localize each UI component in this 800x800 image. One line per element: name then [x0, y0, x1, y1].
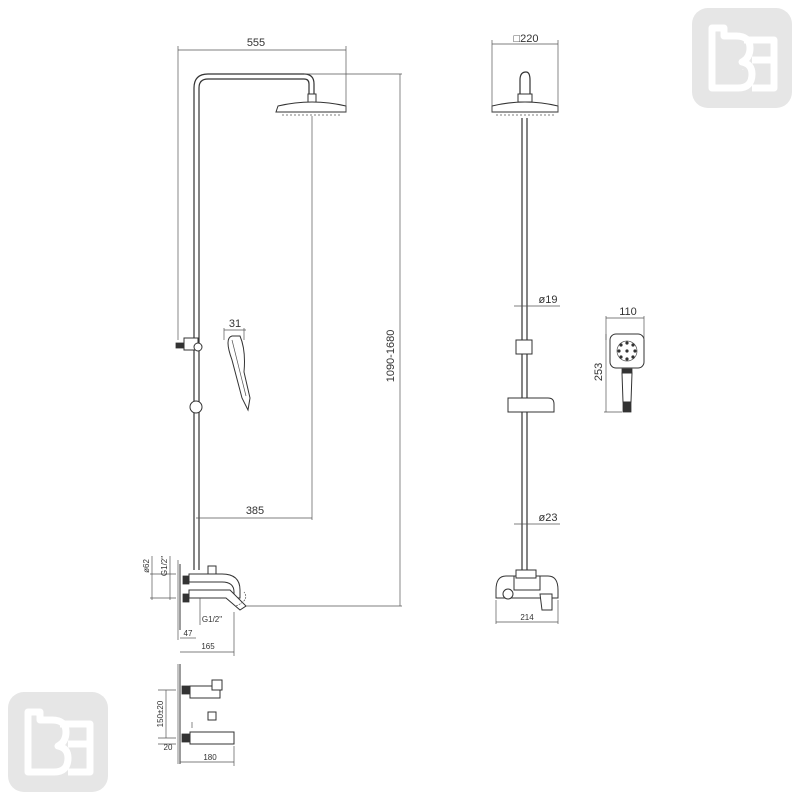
- mixer-width-label: 214: [520, 613, 534, 622]
- wall-bracket: [175, 337, 203, 352]
- mixer-reach-label: 165: [201, 642, 215, 651]
- mixer-front: [495, 569, 559, 611]
- brand-logo-icon: bB: [692, 8, 792, 108]
- width-label: 555: [247, 37, 265, 49]
- brand-logo-icon-bottom: [8, 692, 108, 792]
- handshower-width-label: 110: [619, 306, 637, 318]
- handshower-height-label: 253: [593, 363, 605, 381]
- offset-label: 20: [164, 743, 173, 752]
- mixer-depth-label: 47: [184, 629, 193, 638]
- install-view: 150±20 20 180: [156, 664, 235, 766]
- mixer-thread-upper-label: G1/2": [160, 556, 169, 576]
- front-view: □220 ø19 ø23 214: [491, 33, 560, 624]
- front-slider: [507, 397, 555, 413]
- centers-label: 150±20: [156, 700, 165, 727]
- front-bracket: [515, 339, 533, 355]
- spray-nozzles: [616, 340, 638, 362]
- lower-pipe-label: ø23: [539, 512, 558, 524]
- hand-shower-side: [227, 335, 251, 412]
- install-width-label: 180: [203, 753, 217, 762]
- mixer-thread-lower-label: G1/2": [202, 615, 222, 624]
- logo-text: bB: [742, 69, 744, 71]
- head-label: □220: [514, 33, 539, 45]
- upper-pipe-label: ø19: [539, 294, 558, 306]
- handshower-label: 31: [229, 318, 241, 330]
- handshower-view: 110 253: [593, 306, 645, 413]
- mixer-diameter-label: ø62: [142, 559, 151, 573]
- side-view: 555 1090-1680 385 31 ø62 G1/2" G1/2" 47 …: [142, 37, 402, 656]
- mixer-side: [177, 560, 247, 640]
- slider-knob: [189, 400, 203, 414]
- height-label: 1090-1680: [385, 330, 397, 383]
- arm-label: 385: [246, 505, 264, 517]
